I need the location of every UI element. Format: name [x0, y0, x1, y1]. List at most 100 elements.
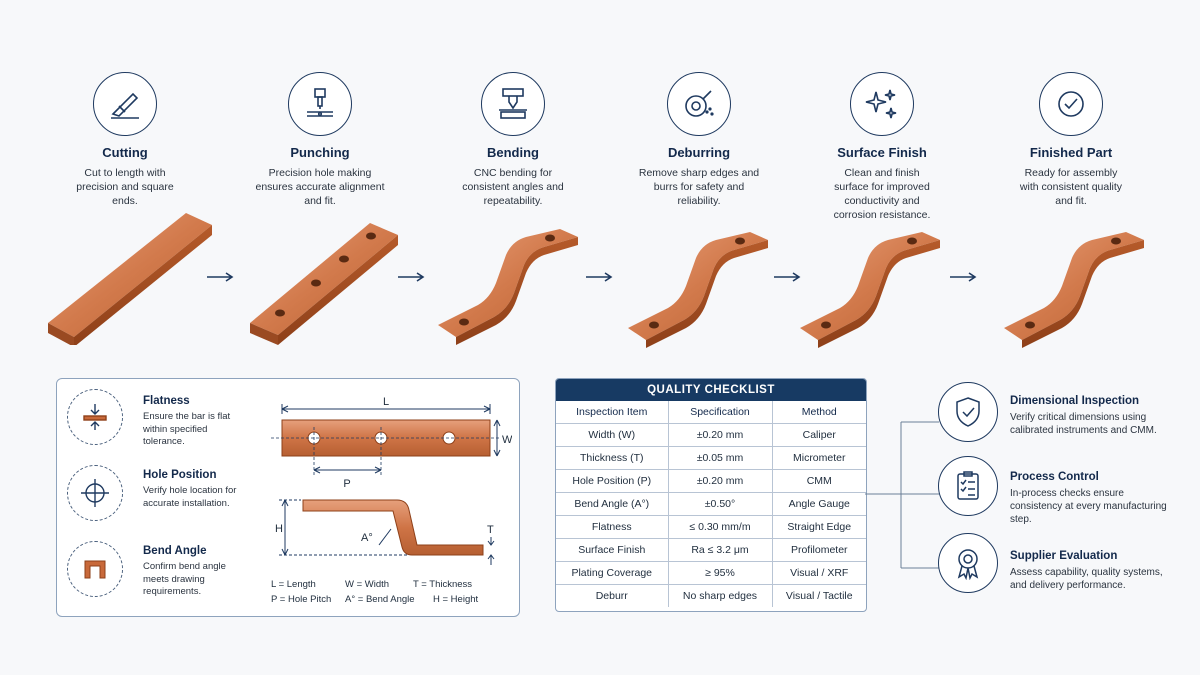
- table-cell: No sharp edges: [668, 584, 773, 607]
- copper-bar-bent: [438, 229, 578, 345]
- copper-bar-final: [1004, 232, 1144, 348]
- checklist-table: Inspection Item Specification Method Wid…: [556, 401, 866, 607]
- arrow-right-icon: [774, 272, 801, 282]
- table-cell: Thickness (T): [556, 446, 669, 470]
- arrow-right-icon: [586, 272, 613, 282]
- assurance-title: Supplier Evaluation: [1010, 550, 1118, 562]
- criteria-title: Flatness: [143, 395, 190, 407]
- criteria-description: Verify hole location for accurate instal…: [143, 485, 237, 509]
- checklist-title: QUALITY CHECKLIST: [556, 379, 866, 401]
- table-cell: ±0.05 mm: [668, 446, 773, 470]
- step-description: Precision hole making ensures accurate a…: [255, 167, 385, 207]
- inspection-criteria-panel: Flatness Ensure the bar is flat within s…: [56, 378, 520, 617]
- crosshair-icon: [67, 465, 123, 521]
- connector-lines: [865, 421, 939, 569]
- copper-bar-finished-surface: [800, 232, 940, 348]
- arrow-right-icon: [950, 272, 977, 282]
- table-cell: Ra ≤ 3.2 μm: [668, 538, 773, 562]
- step-deburring: Deburring Remove sharp edges and burrs f…: [614, 72, 784, 208]
- table-cell: Visual / XRF: [772, 561, 866, 585]
- table-cell: Deburr: [556, 584, 669, 607]
- dim-label-t: T: [487, 524, 494, 536]
- dimension-drawing: L P W H T A° L = Length W = Width T = Th…: [271, 396, 512, 605]
- step-surface-finish: Surface Finish Clean and finish surface …: [797, 72, 967, 222]
- step-description: Cut to length with precision and square …: [76, 167, 174, 207]
- table-row: Bend Angle (A°)±0.50°Angle Gauge: [556, 492, 866, 516]
- legend-thickness: T = Thickness: [413, 579, 472, 590]
- award-ribbon-icon: [938, 533, 998, 593]
- table-cell: Straight Edge: [772, 515, 866, 539]
- copper-bar-cut: [48, 213, 212, 345]
- punch-press-icon: [288, 72, 352, 136]
- table-header-row: Inspection Item Specification Method: [556, 401, 866, 424]
- step-title: Deburring: [667, 145, 731, 160]
- legend-width: W = Width: [345, 579, 389, 590]
- bend-angle-icon: [67, 541, 123, 597]
- dim-label-angle: A°: [361, 532, 373, 544]
- table-cell: ≤ 0.30 mm/m: [668, 515, 773, 539]
- arrow-right-icon: [207, 272, 234, 282]
- quality-checklist: QUALITY CHECKLIST Inspection Item Specif…: [555, 378, 867, 612]
- dim-label-w: W: [502, 434, 512, 446]
- assurance-description: Verify critical dimensions using calibra…: [1010, 412, 1157, 436]
- table-cell: ±0.20 mm: [668, 423, 773, 447]
- table-cell: Plating Coverage: [556, 561, 669, 585]
- deburring-wheel-icon: [667, 72, 731, 136]
- column-header: Specification: [668, 401, 773, 424]
- assurance-title: Dimensional Inspection: [1010, 395, 1140, 407]
- legend-bend-angle: A° = Bend Angle: [345, 594, 415, 605]
- legend-hole-pitch: P = Hole Pitch: [271, 594, 331, 605]
- sparkle-icon: [850, 72, 914, 136]
- legend-height: H = Height: [433, 594, 479, 605]
- criteria-description: Ensure the bar is flat within specified …: [143, 411, 231, 447]
- flatness-icon: [67, 389, 123, 445]
- step-cutting: Cutting Cut to length with precision and…: [40, 72, 210, 208]
- table-cell: Hole Position (P): [556, 469, 669, 493]
- assurance-description: Assess capability, quality systems, and …: [1010, 567, 1163, 591]
- step-finished-part: Finished Part Ready for assembly with co…: [986, 72, 1156, 208]
- table-cell: Profilometer: [772, 538, 866, 562]
- table-cell: Surface Finish: [556, 538, 669, 562]
- step-bending: Bending CNC bending for consistent angle…: [428, 72, 598, 208]
- table-cell: ≥ 95%: [668, 561, 773, 585]
- copper-bar-punched: [250, 223, 398, 345]
- step-title: Finished Part: [1029, 145, 1113, 160]
- step-punching: Punching Precision hole making ensures a…: [235, 72, 405, 208]
- table-cell: Flatness: [556, 515, 669, 539]
- legend-length: L = Length: [271, 579, 316, 590]
- copper-bar-deburred: [628, 232, 768, 348]
- table-cell: Caliper: [772, 423, 866, 447]
- table-cell: ±0.50°: [668, 492, 773, 516]
- press-brake-icon: [481, 72, 545, 136]
- assurance-title: Process Control: [1010, 471, 1099, 483]
- assurance-description: In-process checks ensure consistency at …: [1010, 488, 1167, 525]
- table-cell: Micrometer: [772, 446, 866, 470]
- step-description: Ready for assembly with consistent quali…: [1019, 167, 1123, 207]
- shield-check-icon: [938, 382, 998, 442]
- dim-label-p: P: [343, 478, 350, 490]
- table-cell: Angle Gauge: [772, 492, 866, 516]
- column-header: Method: [772, 401, 866, 424]
- dim-label-h: H: [275, 523, 283, 535]
- step-description: CNC bending for consistent angles and re…: [462, 167, 564, 207]
- criteria-title: Bend Angle: [143, 545, 207, 557]
- step-title: Cutting: [102, 145, 148, 160]
- table-cell: Bend Angle (A°): [556, 492, 669, 516]
- cutting-tool-icon: [93, 72, 157, 136]
- table-cell: Visual / Tactile: [785, 590, 853, 602]
- step-description: Remove sharp edges and burrs for safety …: [638, 167, 760, 207]
- step-title: Punching: [290, 145, 350, 160]
- step-title: Surface Finish: [837, 145, 927, 160]
- step-title: Bending: [487, 145, 539, 160]
- criteria-description: Confirm bend angle meets drawing require…: [143, 561, 226, 597]
- table-cell: CMM: [772, 469, 866, 493]
- column-header: Inspection Item: [556, 401, 669, 424]
- check-circle-icon: [1039, 72, 1103, 136]
- table-cell: ±0.20 mm: [668, 469, 773, 493]
